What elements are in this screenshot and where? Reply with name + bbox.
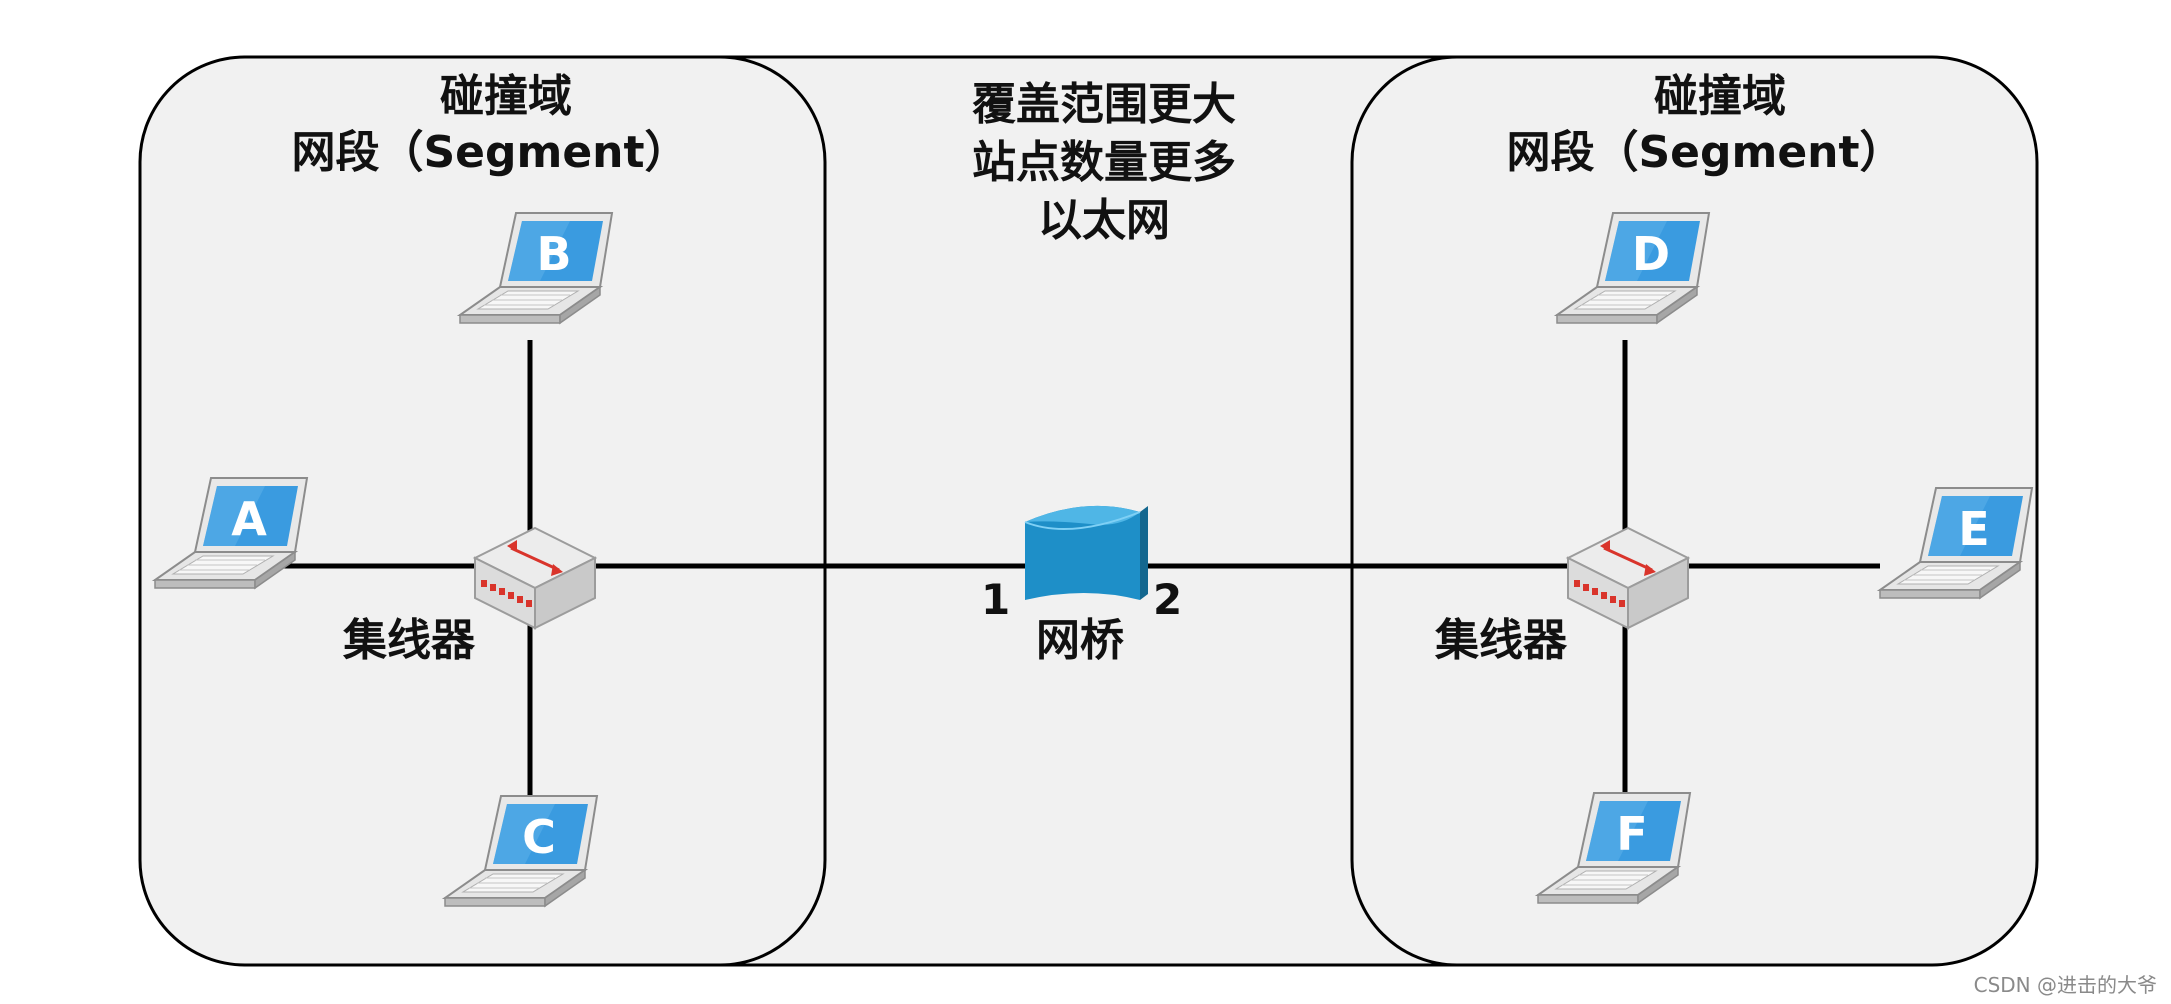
bridge-port-1: 1: [981, 575, 1011, 624]
laptop-d-icon[interactable]: D: [1556, 212, 1710, 324]
laptop-a-label: A: [231, 492, 267, 546]
laptop-b-label: B: [536, 227, 571, 281]
right-domain-subtitle: 网段（Segment）: [1506, 127, 1904, 178]
laptop-f-icon[interactable]: F: [1537, 792, 1691, 904]
center-text-line-1: 覆盖范围更大: [972, 79, 1236, 130]
bridge-icon[interactable]: [1024, 505, 1148, 600]
right-hub-label: 集线器: [1435, 615, 1567, 666]
right-collision-domain: [1350, 55, 2039, 967]
laptop-c-icon[interactable]: C: [444, 795, 598, 907]
center-text-line-2: 站点数量更多: [972, 137, 1236, 188]
laptop-e-icon[interactable]: E: [1879, 487, 2033, 599]
watermark: CSDN @进击的大爷: [1973, 973, 2157, 997]
left-hub-label: 集线器: [343, 615, 475, 666]
laptop-d-label: D: [1632, 227, 1670, 281]
bridge-label: 网桥: [1036, 615, 1124, 666]
right-domain-title: 碰撞域: [1654, 71, 1786, 122]
left-domain-title: 碰撞域: [440, 71, 572, 122]
laptop-c-label: C: [522, 810, 556, 864]
laptop-a-icon[interactable]: A: [154, 477, 308, 589]
bridge-port-2: 2: [1153, 575, 1183, 624]
laptop-f-label: F: [1616, 807, 1647, 861]
left-domain-subtitle: 网段（Segment）: [291, 127, 689, 178]
left-collision-domain: [138, 55, 827, 967]
laptop-e-label: E: [1958, 502, 1989, 556]
center-text-line-3: 以太网: [1038, 195, 1170, 246]
laptop-b-icon[interactable]: B: [459, 212, 613, 324]
